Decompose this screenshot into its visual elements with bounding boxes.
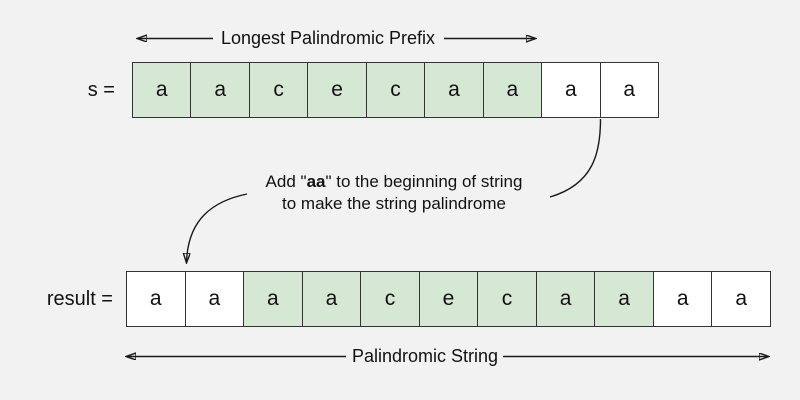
s-string-row: a a c e c a a a a	[132, 62, 659, 118]
add-aa-note-line1: Add "aa" to the beginning of string	[244, 171, 544, 193]
note-line1-bold: aa	[306, 172, 326, 191]
s-cell-3: e	[307, 63, 366, 117]
s-cell-5: a	[424, 63, 483, 117]
suffix-to-note-curve-icon	[549, 118, 602, 198]
result-cell-8: a	[594, 272, 653, 326]
s-cell-8: a	[599, 63, 658, 117]
result-cell-1: a	[184, 272, 244, 326]
result-cell-6: c	[477, 272, 536, 326]
result-string-row: a a a a c e c a a a a	[126, 271, 771, 327]
add-aa-note: Add "aa" to the beginning of string to m…	[244, 171, 544, 215]
note-line1-post: " to the beginning of string	[325, 172, 523, 191]
result-cell-10: a	[711, 272, 771, 326]
s-cell-1: a	[190, 63, 249, 117]
s-cell-0: a	[133, 63, 191, 117]
result-cell-3: a	[301, 272, 361, 326]
result-cell-4: c	[360, 272, 419, 326]
note-line1-pre: Add "	[265, 172, 307, 191]
result-cell-0: a	[127, 272, 185, 326]
s-cell-6: a	[482, 63, 542, 117]
palindromic-string-label: Palindromic String	[351, 346, 499, 366]
add-aa-note-line2: to make the string palindrome	[282, 194, 506, 213]
result-cell-7: a	[535, 272, 595, 326]
s-cell-2: c	[248, 63, 308, 117]
s-cell-7: a	[541, 63, 600, 117]
note-to-result-arrow-icon	[187, 193, 248, 262]
longest-palindromic-prefix-label: Longest Palindromic Prefix	[220, 28, 436, 48]
result-cell-2: a	[243, 272, 302, 326]
result-cell-9: a	[652, 272, 712, 326]
s-cell-4: c	[365, 63, 425, 117]
result-cell-5: e	[418, 272, 478, 326]
result-row-label: result =	[46, 288, 113, 310]
s-row-label: s =	[87, 79, 115, 101]
